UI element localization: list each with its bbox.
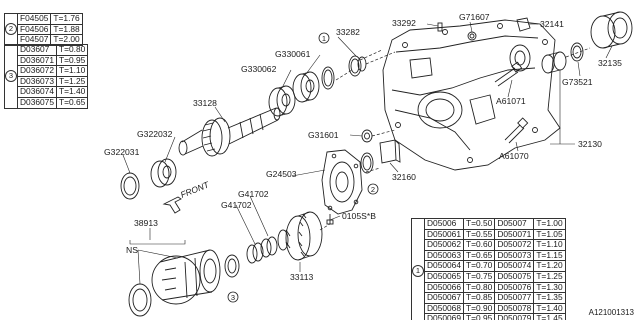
label-g41702-bottom: G41702	[221, 200, 252, 210]
seal-g31601	[361, 129, 373, 143]
thickness-cell: T=0.70	[462, 260, 496, 272]
thickness-cell: T=1.45	[533, 313, 566, 320]
bearing-g330061	[292, 71, 320, 103]
pin-33292	[437, 22, 443, 32]
thickness-cell: T=0.65	[462, 249, 496, 262]
label-g71607: G71607	[459, 12, 490, 22]
thickness-cell: T=0.90	[462, 302, 496, 315]
thickness-cell: T=0.95	[462, 313, 496, 320]
label-33282: 33282	[336, 27, 360, 37]
thickness-cell: T=0.65	[55, 96, 89, 109]
bracket-32160	[379, 139, 401, 164]
thickness-cell: T=1.40	[533, 302, 566, 315]
retainer-g24503	[321, 149, 363, 215]
front-arrow	[162, 196, 182, 214]
thickness-cell: T=0.85	[462, 292, 496, 304]
label-g322032: G322032	[137, 129, 173, 139]
label-g73521: G73521	[562, 77, 593, 87]
label-g24503: G24503	[266, 169, 297, 179]
part-number-cell: F04505	[16, 13, 52, 25]
label-ns: NS	[126, 245, 138, 255]
label-32135: 32135	[598, 58, 622, 68]
thickness-cell: T=0.75	[462, 270, 496, 283]
label-a61071: A61071	[496, 96, 526, 106]
svg-text:3: 3	[231, 293, 235, 302]
gasket-32141	[516, 17, 531, 32]
thickness-cell: T=1.25	[533, 270, 566, 283]
thickness-cell: T=1.20	[533, 260, 566, 272]
label-g330061: G330061	[275, 49, 311, 59]
differential-38913	[151, 249, 221, 305]
thickness-cell: T=1.15	[533, 249, 566, 262]
label-33113: 33113	[290, 272, 313, 282]
catalog-number: A121001313	[588, 308, 634, 317]
label-32130: 32130	[578, 139, 602, 149]
label-0105sb: 0105S*B	[342, 211, 376, 221]
needle-bearing-1	[260, 236, 278, 258]
bolt-a61071	[494, 61, 523, 87]
thickness-cell: T=1.35	[533, 292, 566, 304]
thickness-cell: T=1.76	[50, 13, 83, 25]
callout-circle-icon: 1	[412, 265, 424, 278]
bolt-a61070	[504, 117, 529, 144]
thickness-cell: T=0.80	[462, 281, 496, 294]
callout-circle-icon: 3	[5, 70, 17, 83]
washer-3	[224, 254, 240, 278]
bearing-g330062	[268, 85, 296, 117]
drive-shaft-33128	[178, 107, 281, 157]
label-g31601: G31601	[308, 130, 339, 140]
oil-seal-32135	[590, 11, 633, 49]
label-33292: 33292	[392, 18, 416, 28]
snap-ring-g73521	[570, 42, 584, 62]
label-38913: 38913	[134, 218, 158, 228]
race-g322031	[120, 172, 140, 200]
thickness-cell: T=1.30	[533, 281, 566, 294]
callout-circle-icon: 2	[5, 23, 17, 36]
label-g41702-top: G41702	[238, 189, 269, 199]
callout-1: 1	[318, 32, 330, 44]
sleeve	[541, 51, 567, 74]
label-g322031: G322031	[104, 147, 140, 157]
shim-table-3-ref: 3	[4, 44, 18, 109]
svg-text:2: 2	[371, 185, 375, 194]
bearing-g322032	[150, 158, 177, 188]
gear-33113	[277, 211, 323, 261]
svg-text:1: 1	[322, 34, 326, 43]
needle-bearing-2	[246, 242, 264, 264]
shim-ring-2	[360, 152, 374, 174]
plug-g71607	[467, 31, 477, 41]
label-g330062: G330062	[241, 64, 277, 74]
callout-3: 3	[227, 291, 239, 303]
spacer-ring-1	[321, 66, 335, 90]
label-33128: 33128	[193, 98, 217, 108]
label-a61070: A61070	[499, 151, 529, 161]
label-32141: 32141	[540, 19, 564, 29]
label-front: FRONT	[179, 179, 211, 200]
seal-ring-ns	[128, 283, 152, 317]
label-32160: 32160	[392, 172, 416, 182]
guide-lines	[319, 47, 591, 231]
shim-33282	[348, 55, 367, 77]
transfer-case-housing	[382, 19, 561, 171]
callout-2: 2	[367, 183, 379, 195]
leader-lines	[122, 21, 613, 285]
